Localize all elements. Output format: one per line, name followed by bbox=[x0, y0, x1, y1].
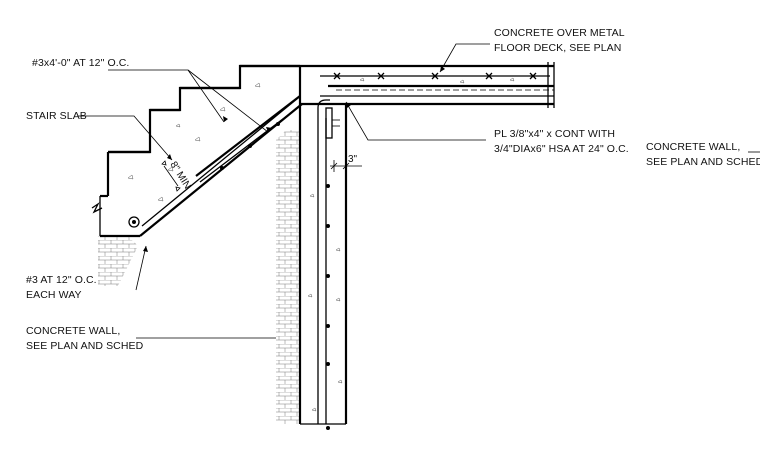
stair-slab-note: STAIR SLAB bbox=[26, 110, 87, 122]
wall-left-note-line1: CONCRETE WALL, bbox=[26, 325, 120, 337]
bottom-bars-note-line2: EACH WAY bbox=[26, 289, 82, 301]
bottom-bars-note-line1: #3 AT 12" O.C. bbox=[26, 274, 97, 286]
plate-offset-dimension: 3" bbox=[348, 154, 358, 165]
plate-note-line1: PL 3/8"x4" x CONT WITH bbox=[494, 128, 615, 140]
deck-note-line1: CONCRETE OVER METAL bbox=[494, 27, 625, 39]
earth-hatch bbox=[98, 130, 300, 424]
stair-slab bbox=[91, 64, 303, 238]
wall-right-note-line2: SEE PLAN AND SCHED bbox=[646, 156, 760, 168]
wall-right-note-line1: CONCRETE WALL, bbox=[646, 141, 740, 153]
slab-min-dimension: 8" MIN bbox=[167, 160, 192, 191]
leader-lines bbox=[78, 43, 760, 339]
wall-left-note-line2: SEE PLAN AND SCHED bbox=[26, 340, 144, 352]
floor-deck bbox=[298, 62, 555, 108]
plate-note-line2: 3/4"DIAx6" HSA AT 24" O.C. bbox=[494, 143, 629, 155]
deck-note-line2: FLOOR DECK, SEE PLAN bbox=[494, 42, 621, 54]
concrete-wall bbox=[298, 96, 362, 430]
top-bars-note: #3x4'-0" AT 12" O.C. bbox=[32, 57, 129, 69]
